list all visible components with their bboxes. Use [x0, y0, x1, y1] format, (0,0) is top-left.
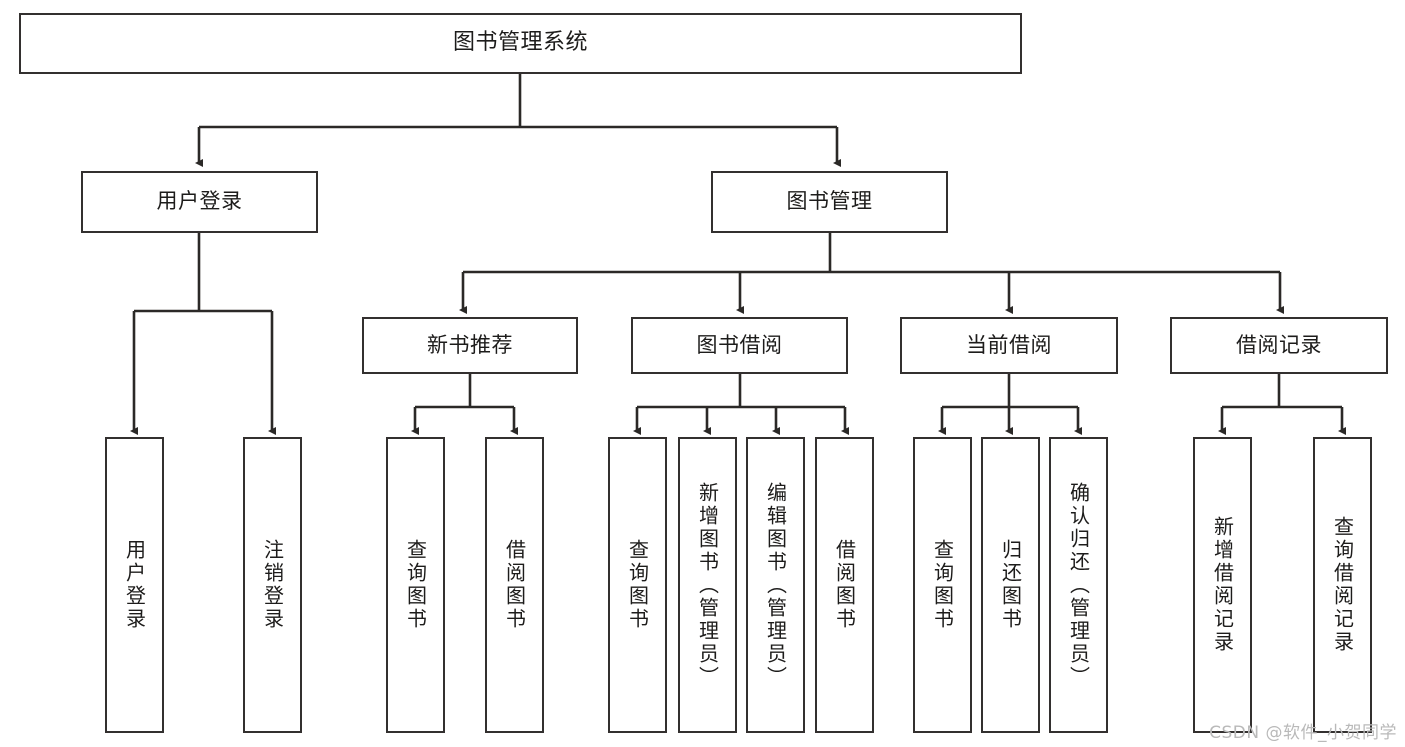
- node-label: 注销登录: [260, 539, 285, 631]
- node-label: 归还图书: [998, 539, 1023, 631]
- node-label: 新书推荐: [427, 332, 513, 357]
- node-label: 查询图书: [403, 539, 428, 631]
- node-leaf-add-record[interactable]: 新增借阅记录: [1193, 437, 1252, 733]
- node-label: 新增图书（管理员）: [695, 481, 720, 689]
- node-label: 当前借阅: [966, 332, 1052, 357]
- node-root-system[interactable]: 图书管理系统: [19, 13, 1022, 74]
- node-label: 编辑图书（管理员）: [763, 481, 788, 689]
- node-label: 用户登录: [156, 189, 243, 214]
- node-leaf-borrow-book-2[interactable]: 借阅图书: [815, 437, 874, 733]
- node-label: 借阅图书: [502, 539, 527, 631]
- node-label: 图书管理: [786, 189, 873, 214]
- node-label: 新增借阅记录: [1210, 516, 1235, 654]
- node-leaf-query-book-3[interactable]: 查询图书: [913, 437, 972, 733]
- node-label: 图书借阅: [696, 332, 783, 357]
- node-user-login[interactable]: 用户登录: [81, 171, 318, 233]
- node-label: 查询借阅记录: [1330, 516, 1355, 654]
- node-leaf-user-login[interactable]: 用户登录: [105, 437, 164, 733]
- node-leaf-confirm-return[interactable]: 确认归还（管理员）: [1049, 437, 1108, 733]
- node-new-book-recommend[interactable]: 新书推荐: [362, 317, 578, 374]
- node-leaf-logout-login[interactable]: 注销登录: [243, 437, 302, 733]
- node-borrow-record[interactable]: 借阅记录: [1170, 317, 1388, 374]
- node-label: 图书管理系统: [452, 30, 588, 56]
- node-label: 查询图书: [930, 539, 955, 631]
- node-label: 确认归还（管理员）: [1066, 481, 1091, 689]
- node-leaf-query-record[interactable]: 查询借阅记录: [1313, 437, 1372, 733]
- node-leaf-add-book[interactable]: 新增图书（管理员）: [678, 437, 737, 733]
- node-label: 用户登录: [122, 539, 147, 631]
- node-leaf-borrow-book-1[interactable]: 借阅图书: [485, 437, 544, 733]
- node-leaf-return-book[interactable]: 归还图书: [981, 437, 1040, 733]
- node-label: 借阅图书: [832, 539, 857, 631]
- node-label: 查询图书: [625, 539, 650, 631]
- node-book-manage[interactable]: 图书管理: [711, 171, 948, 233]
- node-leaf-query-book-1[interactable]: 查询图书: [386, 437, 445, 733]
- node-leaf-query-book-2[interactable]: 查询图书: [608, 437, 667, 733]
- node-book-borrow[interactable]: 图书借阅: [631, 317, 848, 374]
- watermark-credit: CSDN @软件_小贺同学: [1209, 723, 1397, 743]
- node-current-borrow[interactable]: 当前借阅: [900, 317, 1118, 374]
- node-leaf-edit-book[interactable]: 编辑图书（管理员）: [746, 437, 805, 733]
- node-label: 借阅记录: [1236, 332, 1322, 357]
